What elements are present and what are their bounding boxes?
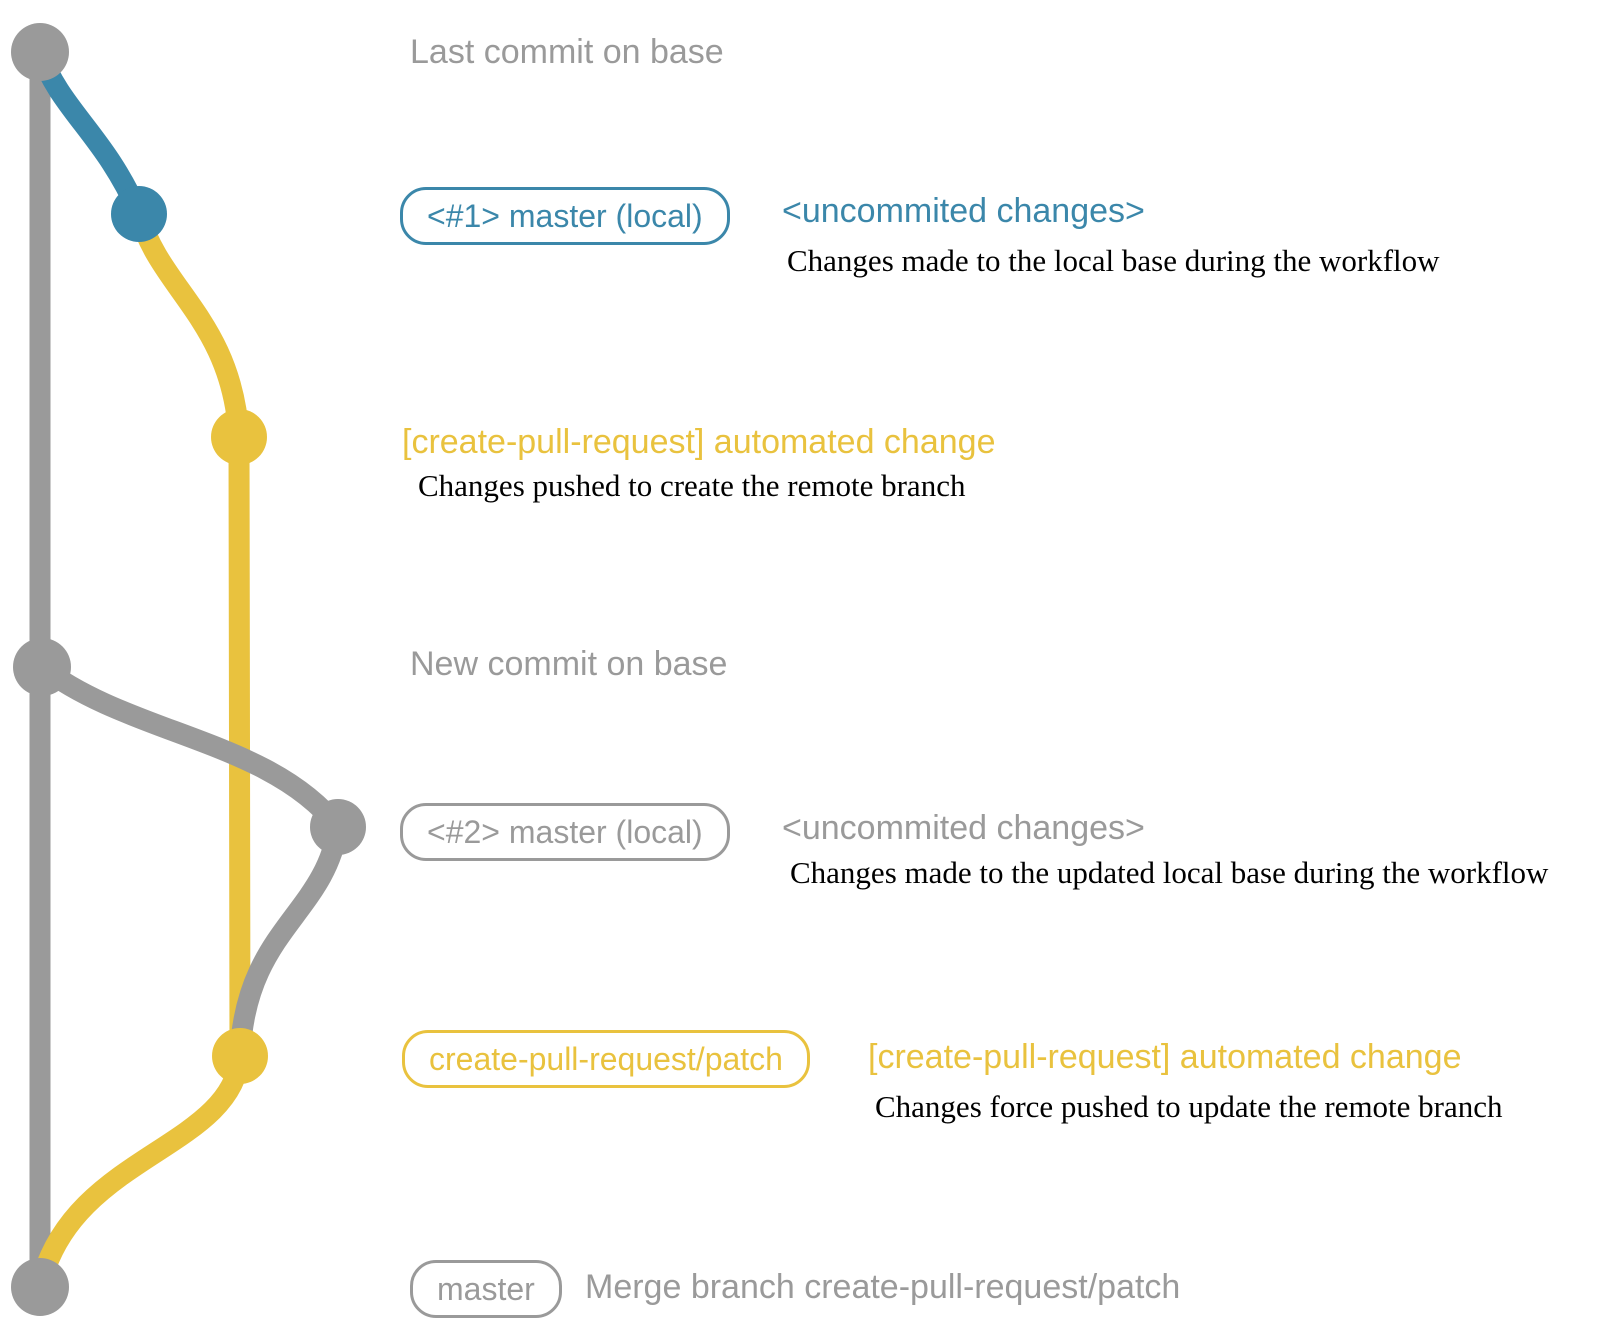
branch-label-master: master [437,1271,535,1307]
annotation-merge-branch: Merge branch create-pull-request/patch [585,1268,1181,1306]
description-local-base-changes-2: Changes made to the updated local base d… [790,855,1549,890]
patch-branch-curve-1 [128,203,250,448]
local-master-to-patch-curve [229,816,349,1067]
commit-dot-last-commit-on-base [11,23,69,81]
label-new-commit-on-base: New commit on base [410,645,728,683]
annotation-uncommited-changes-1: <uncommited changes> [782,192,1145,230]
branch-label-box-master: master [410,1260,562,1318]
commit-dot-automated-change-2 [212,1028,268,1084]
description-force-push-remote: Changes force pushed to update the remot… [875,1089,1503,1124]
local-master-branch-curve-2 [31,656,349,838]
branch-label-box-create-pull-request-patch: create-pull-request/patch [402,1030,810,1088]
description-push-create-remote: Changes pushed to create the remote bran… [418,468,966,503]
commit-dot-new-commit-on-base [13,638,71,696]
commit-dot-merge [11,1258,69,1316]
branch-label-master-local-2: <#2> master (local) [427,814,703,850]
commit-dot-uncommited-2 [310,799,366,855]
branch-label-create-pull-request-patch: create-pull-request/patch [429,1041,783,1077]
git-graph [11,23,366,1316]
annotation-uncommited-changes-2: <uncommited changes> [782,809,1145,847]
branch-label-master-local-1: <#1> master (local) [427,198,703,234]
label-last-commit-on-base: Last commit on base [410,33,724,71]
annotation-automated-change-1: [create-pull-request] automated change [402,423,996,461]
annotation-automated-change-2: [create-pull-request] automated change [868,1038,1462,1076]
commit-dot-uncommited-1 [111,186,167,242]
patch-merge-curve [29,1045,251,1298]
commit-dot-automated-change-1 [211,409,267,465]
branch-label-box-master-local-1: <#1> master (local) [400,187,730,245]
branch-label-box-master-local-2: <#2> master (local) [400,803,730,861]
description-local-base-changes-1: Changes made to the local base during th… [787,243,1440,278]
